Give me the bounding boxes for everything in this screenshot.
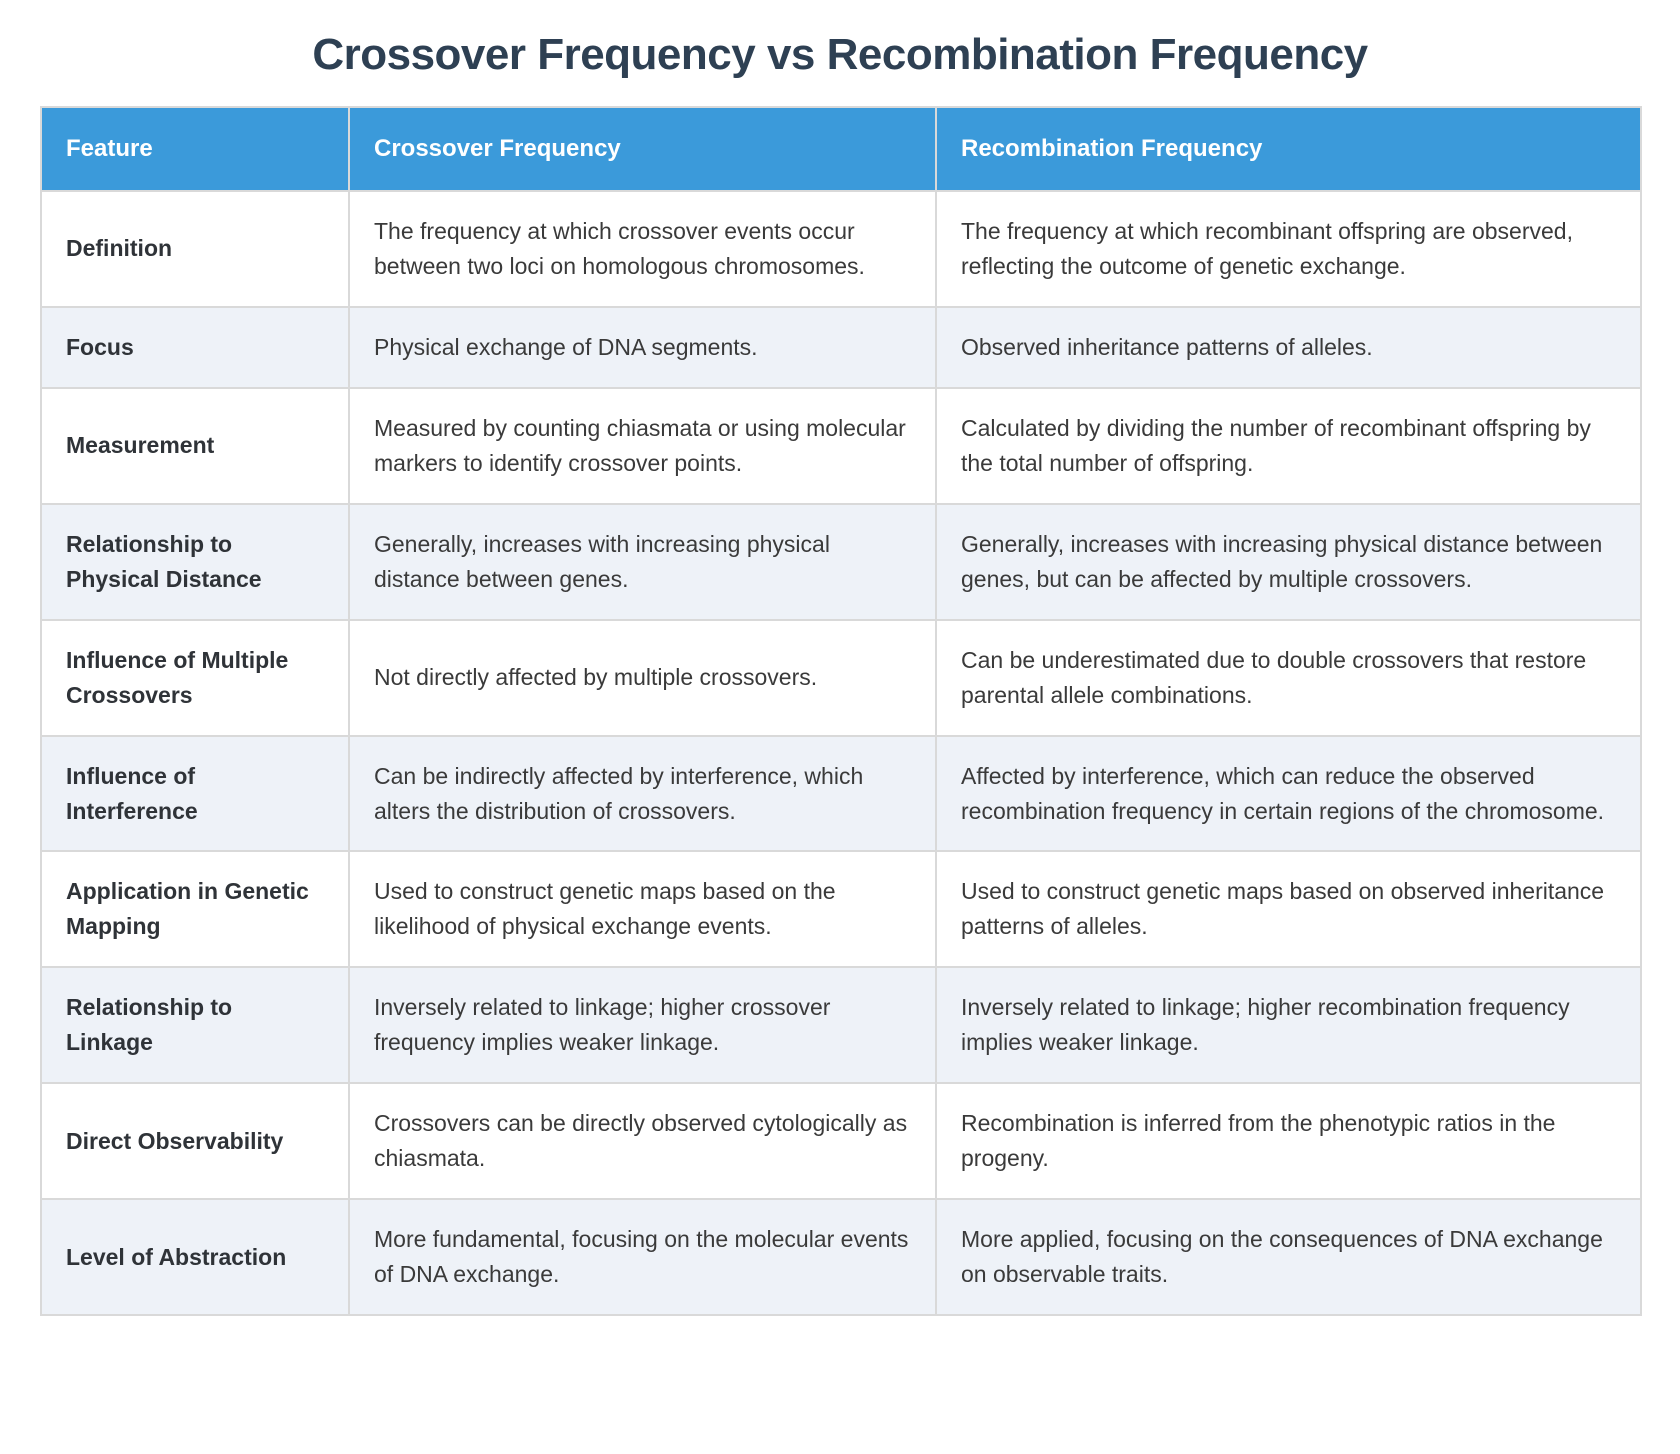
header-row: Feature Crossover Frequency Recombinatio…: [40, 106, 1642, 192]
feature-cell: Focus: [40, 305, 350, 389]
recombination-cell: Observed inheritance patterns of alleles…: [935, 305, 1642, 389]
crossover-cell: Can be indirectly affected by interferen…: [348, 734, 937, 853]
recombination-cell: Inversely related to linkage; higher rec…: [935, 966, 1642, 1085]
crossover-cell: More fundamental, focusing on the molecu…: [348, 1198, 937, 1317]
header-feature: Feature: [40, 106, 350, 192]
feature-cell: Influence of Interference: [40, 734, 350, 853]
table-row: Relationship to Linkage Inversely relate…: [40, 966, 1642, 1085]
feature-cell: Relationship to Physical Distance: [40, 502, 350, 621]
crossover-cell: Used to construct genetic maps based on …: [348, 850, 937, 969]
table-row: Application in Genetic Mapping Used to c…: [40, 850, 1642, 969]
page: Crossover Frequency vs Recombination Fre…: [40, 30, 1642, 1317]
crossover-cell: Physical exchange of DNA segments.: [348, 305, 937, 389]
table-row: Focus Physical exchange of DNA segments.…: [40, 305, 1642, 389]
feature-cell: Level of Abstraction: [40, 1198, 350, 1317]
table-row: Definition The frequency at which crosso…: [40, 190, 1642, 308]
crossover-cell: Not directly affected by multiple crosso…: [348, 618, 937, 737]
feature-cell: Influence of Multiple Crossovers: [40, 618, 350, 737]
feature-cell: Relationship to Linkage: [40, 966, 350, 1085]
header-crossover-frequency: Crossover Frequency: [348, 106, 937, 192]
crossover-cell: Generally, increases with increasing phy…: [348, 502, 937, 621]
recombination-cell: Recombination is inferred from the pheno…: [935, 1082, 1642, 1201]
table-header: Feature Crossover Frequency Recombinatio…: [40, 106, 1642, 192]
table-row: Influence of Interference Can be indirec…: [40, 734, 1642, 853]
header-recombination-frequency: Recombination Frequency: [935, 106, 1642, 192]
page-title: Crossover Frequency vs Recombination Fre…: [312, 30, 1368, 79]
crossover-cell: Crossovers can be directly observed cyto…: [348, 1082, 937, 1201]
feature-cell: Measurement: [40, 386, 350, 505]
table-row: Direct Observability Crossovers can be d…: [40, 1082, 1642, 1201]
recombination-cell: Can be underestimated due to double cros…: [935, 618, 1642, 737]
crossover-cell: Measured by counting chiasmata or using …: [348, 386, 937, 505]
recombination-cell: Affected by interference, which can redu…: [935, 734, 1642, 853]
feature-cell: Application in Genetic Mapping: [40, 850, 350, 969]
recombination-cell: Used to construct genetic maps based on …: [935, 850, 1642, 969]
table-row: Measurement Measured by counting chiasma…: [40, 386, 1642, 505]
feature-cell: Definition: [40, 190, 350, 308]
crossover-cell: Inversely related to linkage; higher cro…: [348, 966, 937, 1085]
table-body: Definition The frequency at which crosso…: [40, 190, 1642, 1317]
feature-cell: Direct Observability: [40, 1082, 350, 1201]
table-row: Relationship to Physical Distance Genera…: [40, 502, 1642, 621]
table-row: Level of Abstraction More fundamental, f…: [40, 1198, 1642, 1317]
crossover-cell: The frequency at which crossover events …: [348, 190, 937, 308]
recombination-cell: Calculated by dividing the number of rec…: [935, 386, 1642, 505]
table-row: Influence of Multiple Crossovers Not dir…: [40, 618, 1642, 737]
recombination-cell: Generally, increases with increasing phy…: [935, 502, 1642, 621]
comparison-table: Feature Crossover Frequency Recombinatio…: [40, 106, 1642, 1317]
recombination-cell: The frequency at which recombinant offsp…: [935, 190, 1642, 308]
recombination-cell: More applied, focusing on the consequenc…: [935, 1198, 1642, 1317]
